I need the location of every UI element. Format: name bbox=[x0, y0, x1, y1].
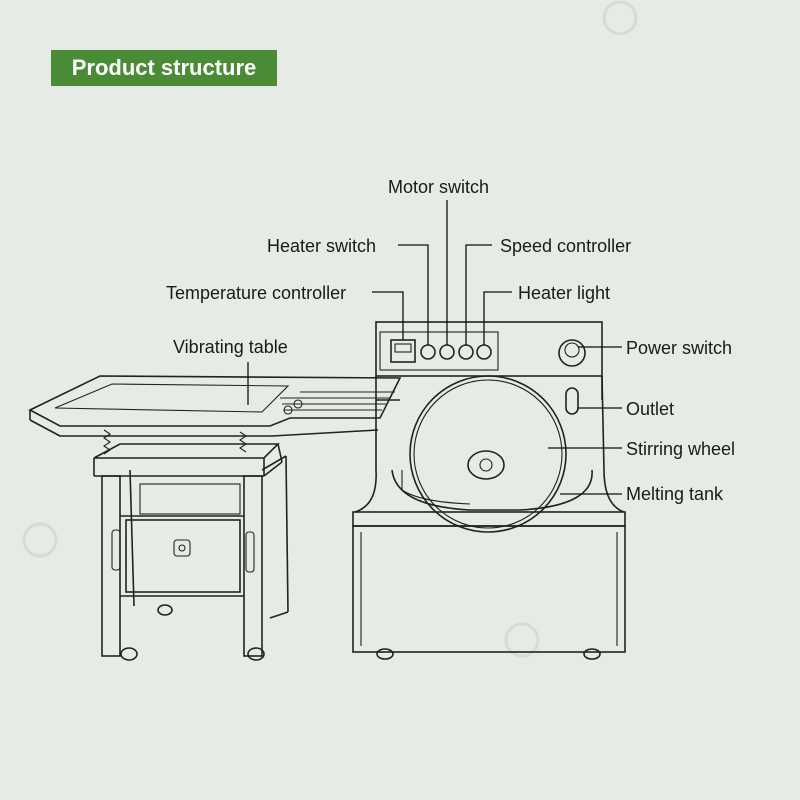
label-speed-controller: Speed controller bbox=[500, 236, 632, 256]
label-power-switch: Power switch bbox=[626, 338, 733, 358]
label-temperature-controller: Temperature controller bbox=[166, 283, 347, 303]
label-motor-switch: Motor switch bbox=[388, 177, 490, 197]
label-stirring-wheel: Stirring wheel bbox=[626, 439, 736, 459]
label-heater-light: Heater light bbox=[518, 283, 611, 303]
label-vibrating-table: Vibrating table bbox=[173, 337, 288, 357]
page-title: Product structure bbox=[51, 50, 277, 86]
label-melting-tank: Melting tank bbox=[626, 484, 724, 504]
label-outlet: Outlet bbox=[626, 399, 675, 419]
brand-logo-watermark bbox=[22, 0, 638, 658]
melting-machine-drawing bbox=[352, 321, 626, 660]
vibrating-table-drawing bbox=[28, 375, 402, 661]
leader-lines bbox=[247, 200, 622, 495]
label-heater-switch: Heater switch bbox=[267, 236, 377, 256]
